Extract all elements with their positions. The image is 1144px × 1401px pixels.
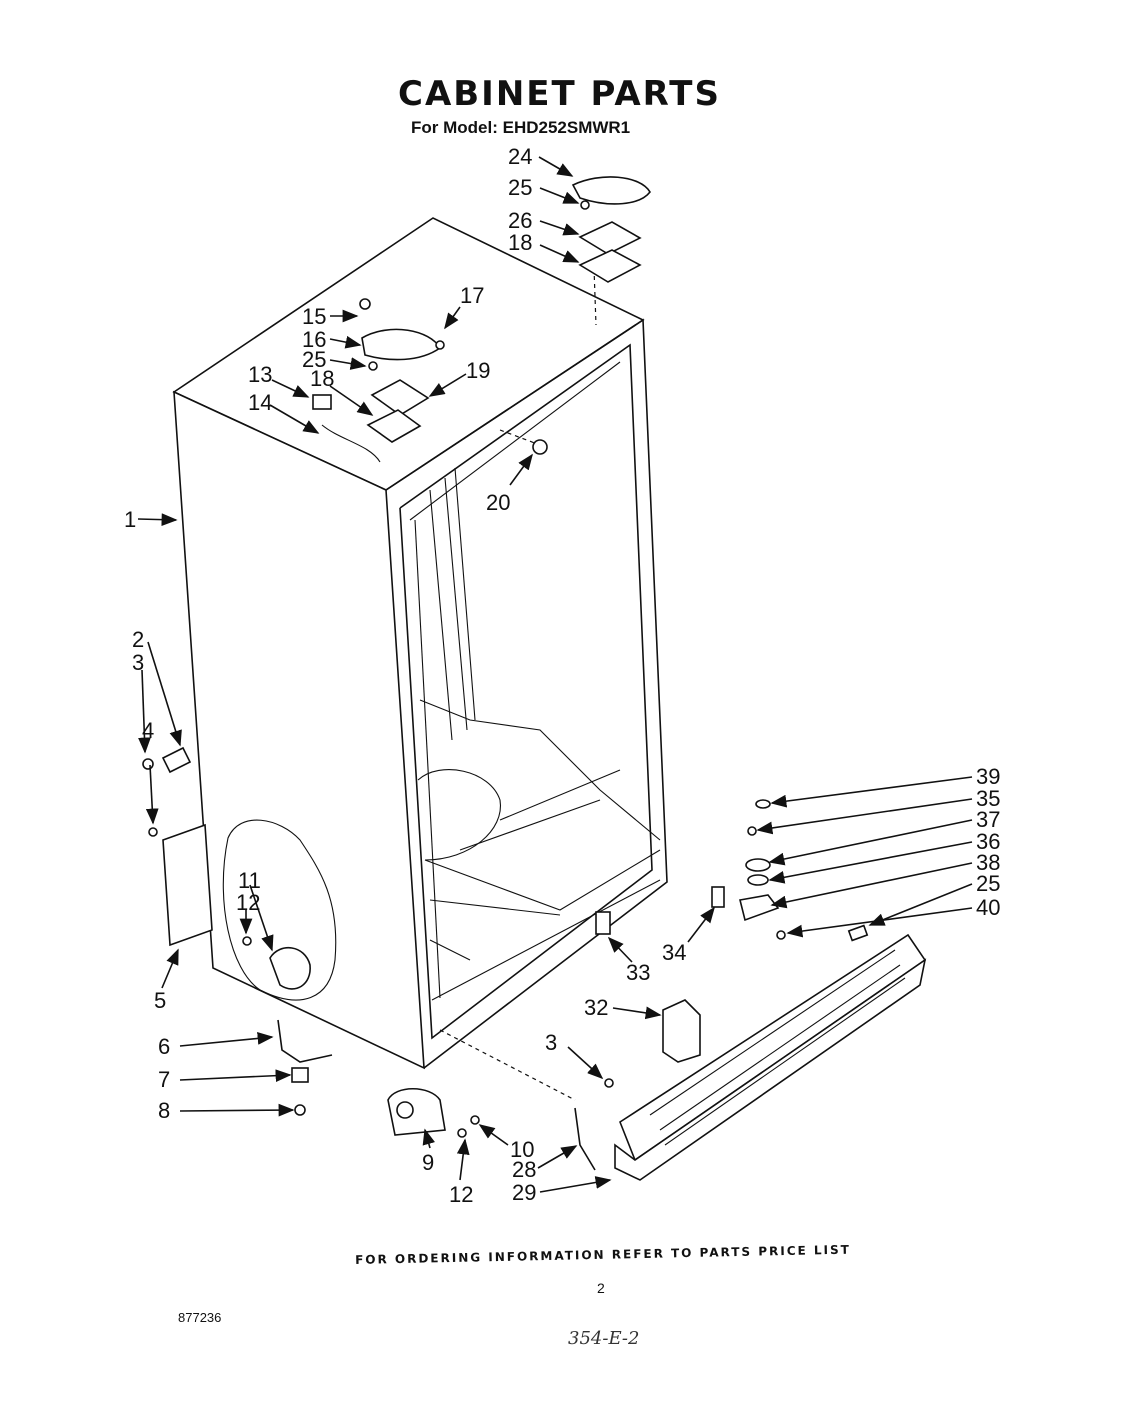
callout-15: 15 [302,304,326,329]
leader-lines [137,156,973,1193]
leveler-35-40 [739,799,869,942]
callout-40: 40 [976,895,1000,920]
callout-16: 16 [302,327,326,352]
callout-37: 37 [976,807,1000,832]
page-number: 2 [597,1280,605,1296]
callout-19: 19 [466,358,490,383]
callout-14: 14 [248,390,272,415]
callout-26: 26 [508,208,532,233]
hinge-cover-top-right [571,176,651,205]
callout-8: 8 [158,1098,170,1123]
callout-29: 29 [512,1180,536,1205]
callout-5: 5 [154,988,166,1013]
callout-12-left: 12 [236,890,260,915]
callout-24: 24 [508,144,532,169]
callout-35: 35 [976,786,1000,811]
tube-6-7-8 [277,1019,333,1116]
plug-button-20 [532,439,548,455]
document-number: 877236 [178,1310,222,1325]
callout-33: 33 [626,960,650,985]
clip-32 [662,999,701,1063]
callout-18-top: 18 [508,230,532,255]
callout-12-bottom: 12 [449,1182,473,1207]
hinge-top-left [312,379,430,463]
callout-1: 1 [124,507,136,532]
callout-17: 17 [460,283,484,308]
callout-39: 39 [976,764,1000,789]
bracket-28 [574,1078,614,1171]
callout-10: 10 [510,1137,534,1162]
callout-28: 28 [512,1157,536,1182]
callout-20: 20 [486,490,510,515]
callout-9: 9 [422,1150,434,1175]
hinge-cover-top-left [359,298,445,371]
callout-3-left: 3 [132,650,144,675]
motor-11 [242,936,311,990]
callout-25-right: 25 [976,871,1000,896]
page-title: CABINET PARTS [398,74,721,114]
callout-13: 13 [248,362,272,387]
control-plate-5 [148,823,213,947]
callout-11: 11 [238,868,261,893]
roller-assembly-9 [387,1088,480,1138]
clip-33-34 [595,886,725,935]
callout-32: 32 [584,995,608,1020]
callout-6: 6 [158,1034,170,1059]
model-subtitle: For Model: EHD252SMWR1 [411,118,631,137]
handwritten-note: 354-E-2 [568,1328,640,1349]
callout-4: 4 [142,718,154,743]
callout-36: 36 [976,829,1000,854]
callout-7: 7 [158,1067,170,1092]
callout-25-top: 25 [508,175,532,200]
callout-38: 38 [976,850,1000,875]
callout-2: 2 [132,627,144,652]
callout-34: 34 [662,940,686,965]
callout-25-left: 25 [302,347,326,372]
toe-grille-29 [614,933,927,1181]
callout-18-left: 18 [310,366,334,391]
hinge-top-right [578,200,642,283]
callout-labels: 24 25 26 18 17 15 16 25 19 13 18 14 20 1… [124,144,1000,1207]
callout-3-bottom: 3 [545,1030,557,1055]
